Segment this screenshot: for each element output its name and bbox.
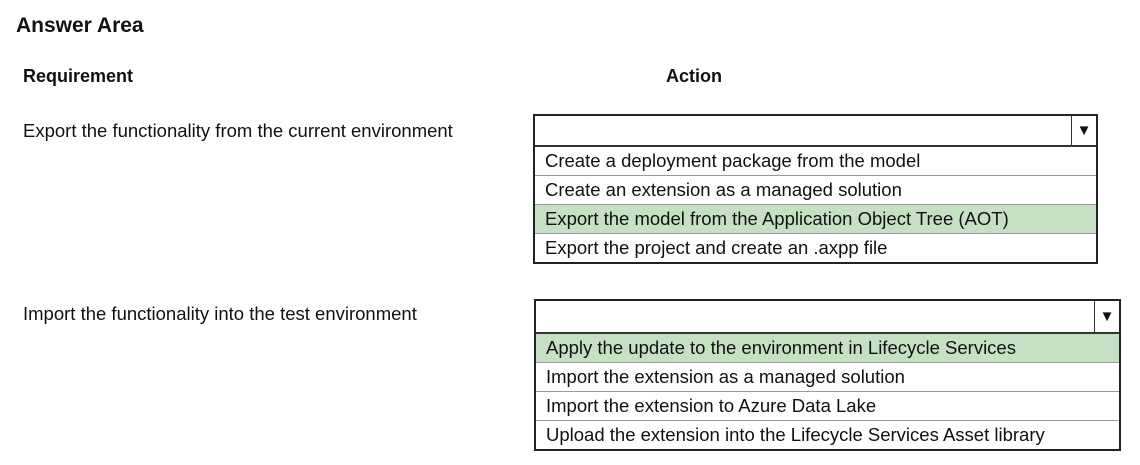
dropdown-option-selected[interactable]: Apply the update to the environment in L… xyxy=(536,334,1119,363)
requirement-import: Import the functionality into the test e… xyxy=(23,303,417,324)
triangle-down-icon[interactable]: ▼ xyxy=(1094,301,1119,332)
import-action-dropdown[interactable]: ▼ Apply the update to the environment in… xyxy=(534,299,1121,451)
action-header: Action xyxy=(666,66,722,86)
dropdown-option[interactable]: Import the extension as a managed soluti… xyxy=(536,363,1119,392)
dropdown-option[interactable]: Upload the extension into the Lifecycle … xyxy=(546,424,1045,445)
triangle-down-icon[interactable]: ▼ xyxy=(1071,116,1096,145)
dropdown-select-box[interactable]: ▼ xyxy=(536,301,1119,334)
dropdown-option[interactable]: Import the extension to Azure Data Lake xyxy=(536,392,1119,421)
dropdown-select-box[interactable]: ▼ xyxy=(535,116,1096,147)
dropdown-option[interactable]: Create an extension as a managed solutio… xyxy=(535,176,1096,205)
dropdown-option-selected[interactable]: Export the model from the Application Ob… xyxy=(535,205,1096,234)
dropdown-option[interactable]: Export the project and create an .axpp f… xyxy=(545,237,888,258)
export-action-dropdown[interactable]: ▼ Create a deployment package from the m… xyxy=(533,114,1098,264)
answer-area-title: Answer Area xyxy=(16,14,144,37)
dropdown-option[interactable]: Create a deployment package from the mod… xyxy=(535,147,1096,176)
requirement-export: Export the functionality from the curren… xyxy=(23,120,453,141)
requirement-header: Requirement xyxy=(23,66,134,86)
